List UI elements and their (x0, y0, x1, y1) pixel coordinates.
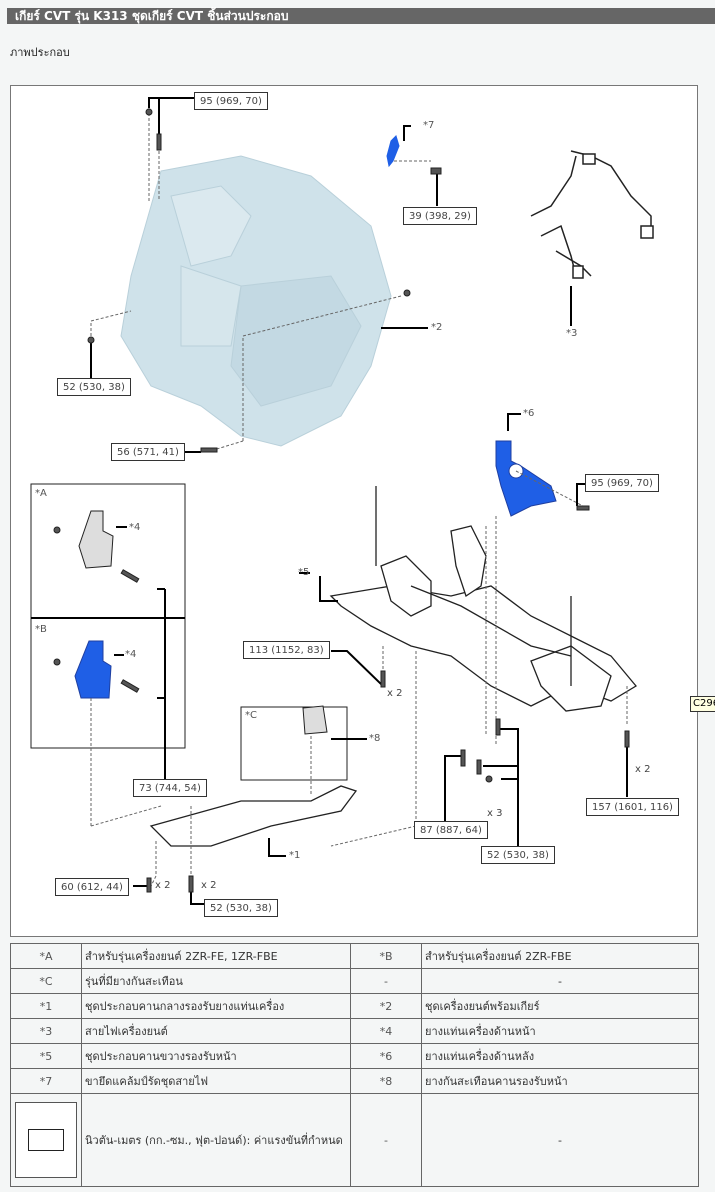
table-row: *C รุ่นที่มียางกันสะเทือน - - (10, 968, 699, 994)
qty-member-bolt: x 2 (387, 688, 403, 699)
part-label-3: *3 (566, 328, 578, 339)
qty-rear-member-bolt: x 2 (635, 764, 651, 775)
table-row: นิวตัน-เมตร (กก.-ซม., ฟุต-ปอนด์): ค่าแรง… (10, 1093, 699, 1187)
qty-crossmember-front: x 2 (155, 880, 171, 891)
part-label-7: *7 (423, 120, 435, 131)
harness-clamp-bracket (386, 135, 400, 168)
inset-box-c (240, 706, 348, 781)
table-row: *A สำหรับรุ่นเครื่องยนต์ 2ZR-FE, 1ZR-FBE… (10, 943, 699, 969)
qty-crossmember-rear: x 2 (201, 880, 217, 891)
bolts (53, 108, 630, 893)
legend-key: *1 (10, 993, 82, 1019)
engine-assembly (120, 155, 392, 447)
torque-callout-rear-member-bolt: 157 (1601, 116) (586, 798, 679, 816)
table-row: *5 ชุดประกอบคานขวางรองรับหน้า *6 ยางแท่น… (10, 1043, 699, 1069)
legend-key: *3 (10, 1018, 82, 1044)
legend-key: *2 (350, 993, 422, 1019)
leader-lines (90, 97, 628, 905)
legend-desc: รุ่นที่มียางกันสะเทือน (81, 968, 351, 994)
front-engine-mount-a (78, 510, 114, 569)
legend-key: - (350, 1093, 422, 1187)
legend-desc: ยางแท่นเครื่องด้านหน้า (421, 1018, 699, 1044)
torque-callout-top-bolt: 95 (969, 70) (194, 92, 268, 110)
inset-label-b: *B (35, 624, 47, 635)
torque-callout-crossmember-rear: 52 (530, 38) (204, 899, 278, 917)
legend-desc: สายไฟเครื่องยนต์ (81, 1018, 351, 1044)
torque-symbol-cell (10, 1093, 82, 1187)
qty-center-nut: x 3 (487, 808, 503, 819)
table-row: *7 ขายึดแคล้มป์รัดชุดสายไฟ *8 ยางกันสะเท… (10, 1068, 699, 1094)
part-label-4-a: *4 (129, 522, 141, 533)
parts-legend-table: *A สำหรับรุ่นเครื่องยนต์ 2ZR-FE, 1ZR-FBE… (10, 943, 699, 1187)
engine-wire-harness (530, 150, 654, 279)
legend-key: *C (10, 968, 82, 994)
exploded-diagram: 95 (969, 70) 39 (398, 29) 52 (530, 38) 5… (10, 85, 698, 937)
torque-callout-center-nut: 52 (530, 38) (481, 846, 555, 864)
legend-desc: สำหรับรุ่นเครื่องยนต์ 2ZR-FE, 1ZR-FBE (81, 943, 351, 969)
part-label-5: *5 (298, 567, 310, 578)
legend-key: *7 (10, 1068, 82, 1094)
legend-desc: ชุดประกอบคานกลางรองรับยางแท่นเครื่อง (81, 993, 351, 1019)
part-label-4-b: *4 (125, 649, 137, 660)
legend-desc: ยางกันสะเทือนคานรองรับหน้า (421, 1068, 699, 1094)
torque-callout-left-bolt: 52 (530, 38) (57, 378, 131, 396)
legend-key: *8 (350, 1068, 422, 1094)
front-engine-mount-b (74, 640, 112, 699)
table-row: *1 ชุดประกอบคานกลางรองรับยางแท่นเครื่อง … (10, 993, 699, 1019)
legend-desc: - (421, 1093, 699, 1187)
torque-callout-center-bolt: 87 (887, 64) (414, 821, 488, 839)
legend-desc: ขายึดแคล้มป์รัดชุดสายไฟ (81, 1068, 351, 1094)
part-label-6: *6 (523, 408, 535, 419)
legend-key: *B (350, 943, 422, 969)
rear-engine-mount (495, 440, 557, 517)
inset-label-c: *C (245, 710, 257, 721)
member-damper (302, 705, 328, 735)
part-label-8: *8 (369, 733, 381, 744)
inset-label-a: *A (35, 488, 47, 499)
torque-callout-lower-engine-bolt: 56 (571, 41) (111, 443, 185, 461)
section-subtitle: ภาพประกอบ (10, 46, 70, 59)
torque-callout-crossmember-front: 60 (612, 44) (55, 878, 129, 896)
legend-key: *6 (350, 1043, 422, 1069)
legend-desc: ชุดประกอบคานขวางรองรับหน้า (81, 1043, 351, 1069)
legend-desc: ชุดเครื่องยนต์พร้อมเกียร์ (421, 993, 699, 1019)
part-label-2: *2 (431, 322, 443, 333)
torque-callout-bracket-bolt: 39 (398, 29) (403, 207, 477, 225)
diagram-artwork (30, 97, 654, 905)
part-label-1: *1 (289, 850, 301, 861)
table-row: *3 สายไฟเครื่องยนต์ *4 ยางแท่นเครื่องด้า… (10, 1018, 699, 1044)
legend-desc: นิวตัน-เมตร (กก.-ซม., ฟุต-ปอนด์): ค่าแรง… (81, 1093, 351, 1187)
torque-callout-rear-mount-bolt: 95 (969, 70) (585, 474, 659, 492)
front-suspension-crossmember (329, 486, 637, 712)
legend-key: - (350, 968, 422, 994)
legend-desc: สำหรับรุ่นเครื่องยนต์ 2ZR-FBE (421, 943, 699, 969)
figure-id-tooltip: C296 (690, 696, 715, 712)
legend-desc: - (421, 968, 699, 994)
page-title: เกียร์ CVT รุ่น K313 ชุดเกียร์ CVT ชิ้นส… (7, 8, 715, 24)
legend-key: *4 (350, 1018, 422, 1044)
torque-callout-member-bolt: 113 (1152, 83) (243, 641, 330, 659)
legend-key: *A (10, 943, 82, 969)
torque-callout-front-mount-bolt: 73 (744, 54) (133, 779, 207, 797)
legend-key: *5 (10, 1043, 82, 1069)
legend-desc: ยางแท่นเครื่องด้านหลัง (421, 1043, 699, 1069)
torque-box-icon (15, 1102, 77, 1178)
